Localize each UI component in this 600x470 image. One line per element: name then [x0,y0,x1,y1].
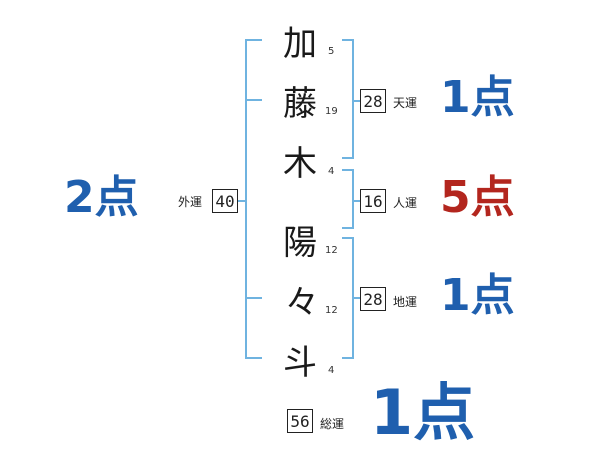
total-fortune-label: 総運 [320,417,345,431]
stroke-count-5: 12 [325,305,338,316]
earth-fortune-label: 地運 [393,295,418,309]
outer-fortune-score: 2点 [64,172,139,223]
person-fortune-label: 人運 [393,196,418,210]
earth-fortune-score: 1点 [440,270,515,321]
total-fortune-score: 1点 [370,376,476,449]
heaven-fortune-value-box: 28 [360,89,386,113]
total-fortune-value: 56 [290,411,310,431]
heaven-fortune-value: 28 [363,91,383,111]
stroke-count-2: 19 [325,106,338,117]
stroke-count-1: 5 [328,46,335,57]
heaven-fortune-score: 1点 [440,72,515,123]
name-char-4: 陽 [283,223,317,263]
earth-fortune-value-box: 28 [360,287,386,311]
heaven-bracket [342,39,354,159]
person-fortune-value: 16 [363,191,383,211]
name-char-2: 藤 [283,84,317,124]
total-fortune-value-box: 56 [287,409,313,433]
stroke-count-4: 12 [325,245,338,256]
person-fortune-score: 5点 [440,172,515,223]
stroke-count-6: 4 [328,365,335,376]
outer-fortune-label: 外運 [178,195,203,209]
stroke-count-3: 4 [328,166,335,177]
name-char-6: 斗 [283,343,317,383]
outer-fortune-value: 40 [215,191,235,211]
person-bracket [342,169,354,229]
outer-fortune-value-box: 40 [212,189,238,213]
outer-bracket [245,39,262,359]
earth-fortune-value: 28 [363,289,383,309]
earth-bracket [342,237,354,359]
person-fortune-value-box: 16 [360,189,386,213]
name-char-5: 々 [285,283,319,323]
name-char-3: 木 [283,144,317,184]
name-char-1: 加 [283,24,317,64]
heaven-fortune-label: 天運 [393,96,418,110]
